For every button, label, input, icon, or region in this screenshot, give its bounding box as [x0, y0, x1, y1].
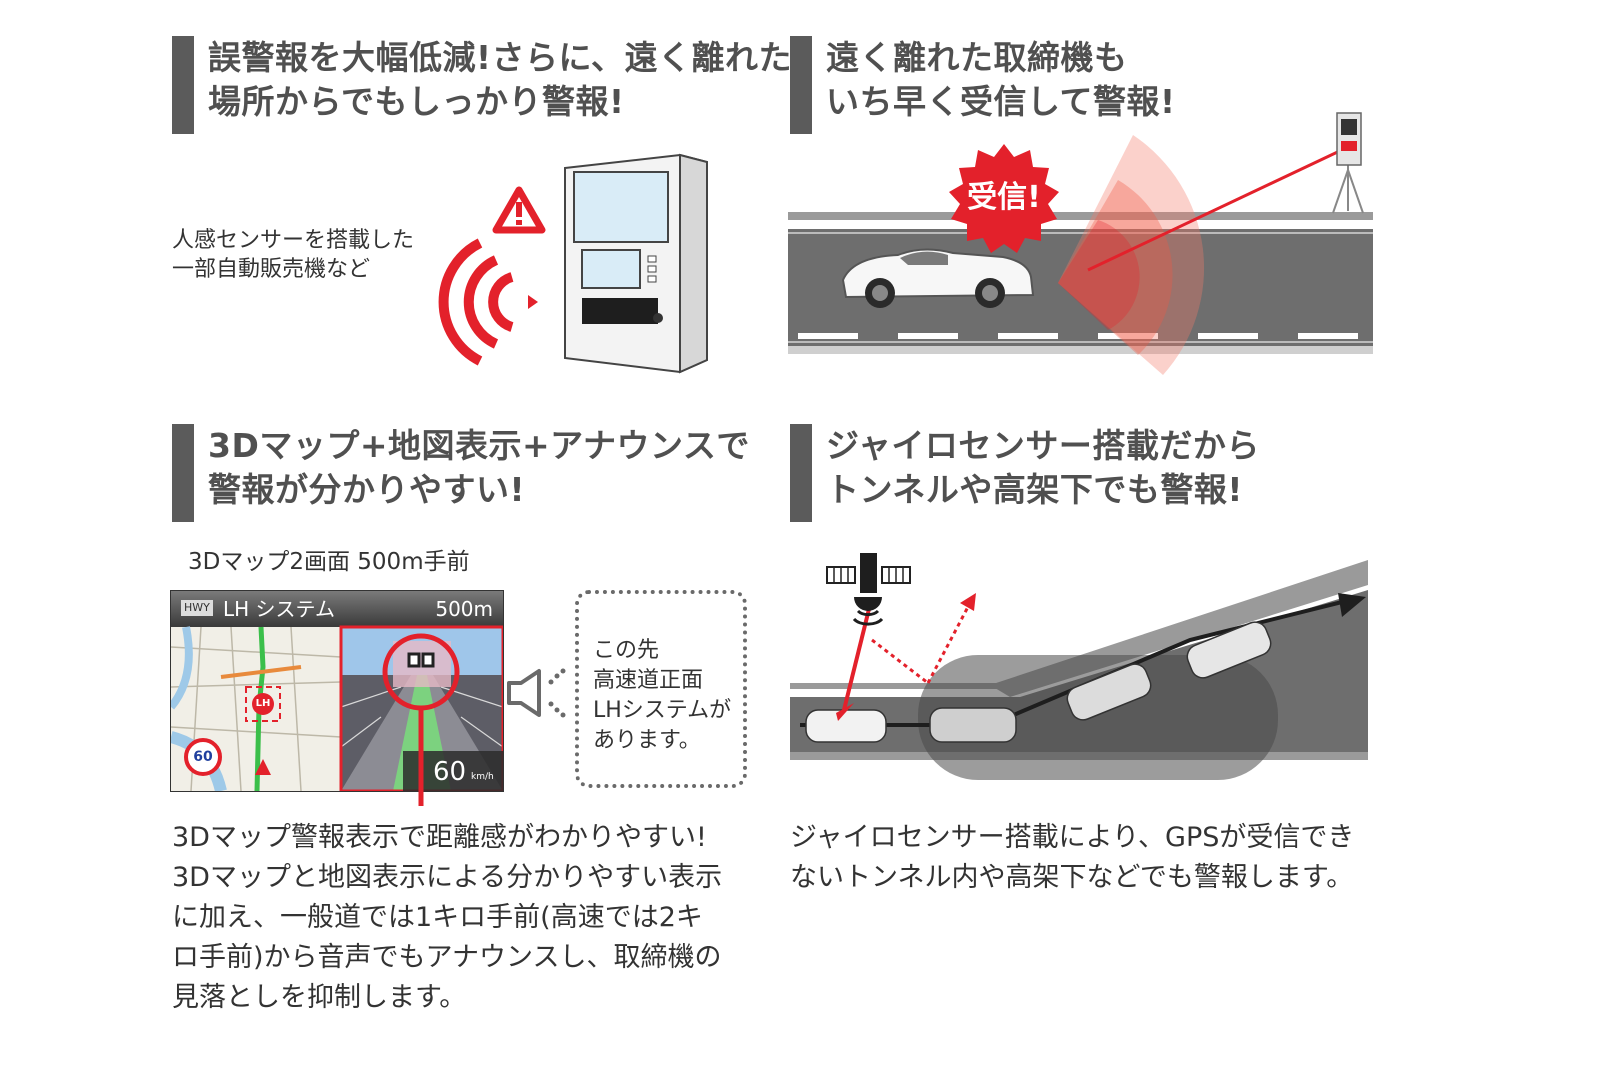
heading-bottom-right: ジャイロセンサー搭載だから トンネルや高架下でも警報!	[790, 424, 1260, 522]
speed-limit-sign: 60	[193, 749, 213, 765]
vending-machine-label: 人感センサーを搭載した 一部自動販売機など	[172, 228, 415, 282]
lh-mark: LH	[255, 698, 271, 709]
system-name: LH システム	[223, 597, 335, 621]
heading-text: 誤警報を大幅低減!さらに、遠く離れた 場所からでもしっかり警報!	[208, 38, 793, 121]
road-scene	[788, 112, 1373, 375]
feature-description-right: ジャイロセンサー搭載により、GPSが受信でき ないトンネル内や高架下などでも警報…	[790, 822, 1355, 893]
current-speed: 60	[433, 757, 467, 787]
2d-map	[171, 626, 342, 791]
announcement-text: この先 高速道正面 LHシステムが あります。	[593, 638, 732, 753]
tunnel-road-scene	[790, 553, 1368, 780]
heading-bar	[172, 424, 194, 522]
feature-description-left: 3Dマップ警報表示で距離感がわかりやすい! 3Dマップと地図表示による分かりやす…	[172, 822, 723, 1013]
speaker-icon	[507, 668, 566, 718]
heading-bottom-left: 3Dマップ+地図表示+アナウンスで 警報が分かりやすい!	[172, 424, 750, 522]
heading-text: ジャイロセンサー搭載だから トンネルや高架下でも警報!	[826, 426, 1260, 509]
received-badge-shape	[949, 144, 1059, 253]
magnifier-icon	[382, 633, 460, 806]
heading-bar	[172, 36, 194, 134]
received-badge-text: 受信!	[967, 180, 1041, 215]
signal-waves-icon	[438, 186, 546, 366]
vending-machine-icon	[564, 153, 708, 374]
hwy-badge: HWY	[181, 600, 213, 616]
heading-text: 3Dマップ+地図表示+アナウンスで 警報が分かりやすい!	[208, 426, 750, 509]
heading-top-right: 遠く離れた取締機も いち早く受信して警報!	[790, 36, 1176, 134]
speed-unit: km/h	[471, 772, 494, 782]
screen-caption: 3Dマップ2画面 500m手前	[188, 549, 470, 575]
alert-distance: 500m	[435, 597, 493, 621]
announcement-bubble: この先 高速道正面 LHシステムが あります。	[575, 590, 747, 788]
screen-header-bar: HWY LH システム 500m	[171, 591, 503, 627]
heading-bar	[790, 424, 812, 522]
heading-bar	[790, 36, 812, 134]
heading-top-left: 誤警報を大幅低減!さらに、遠く離れた 場所からでもしっかり警報!	[172, 36, 792, 134]
heading-text: 遠く離れた取締機も いち早く受信して警報!	[826, 38, 1176, 121]
